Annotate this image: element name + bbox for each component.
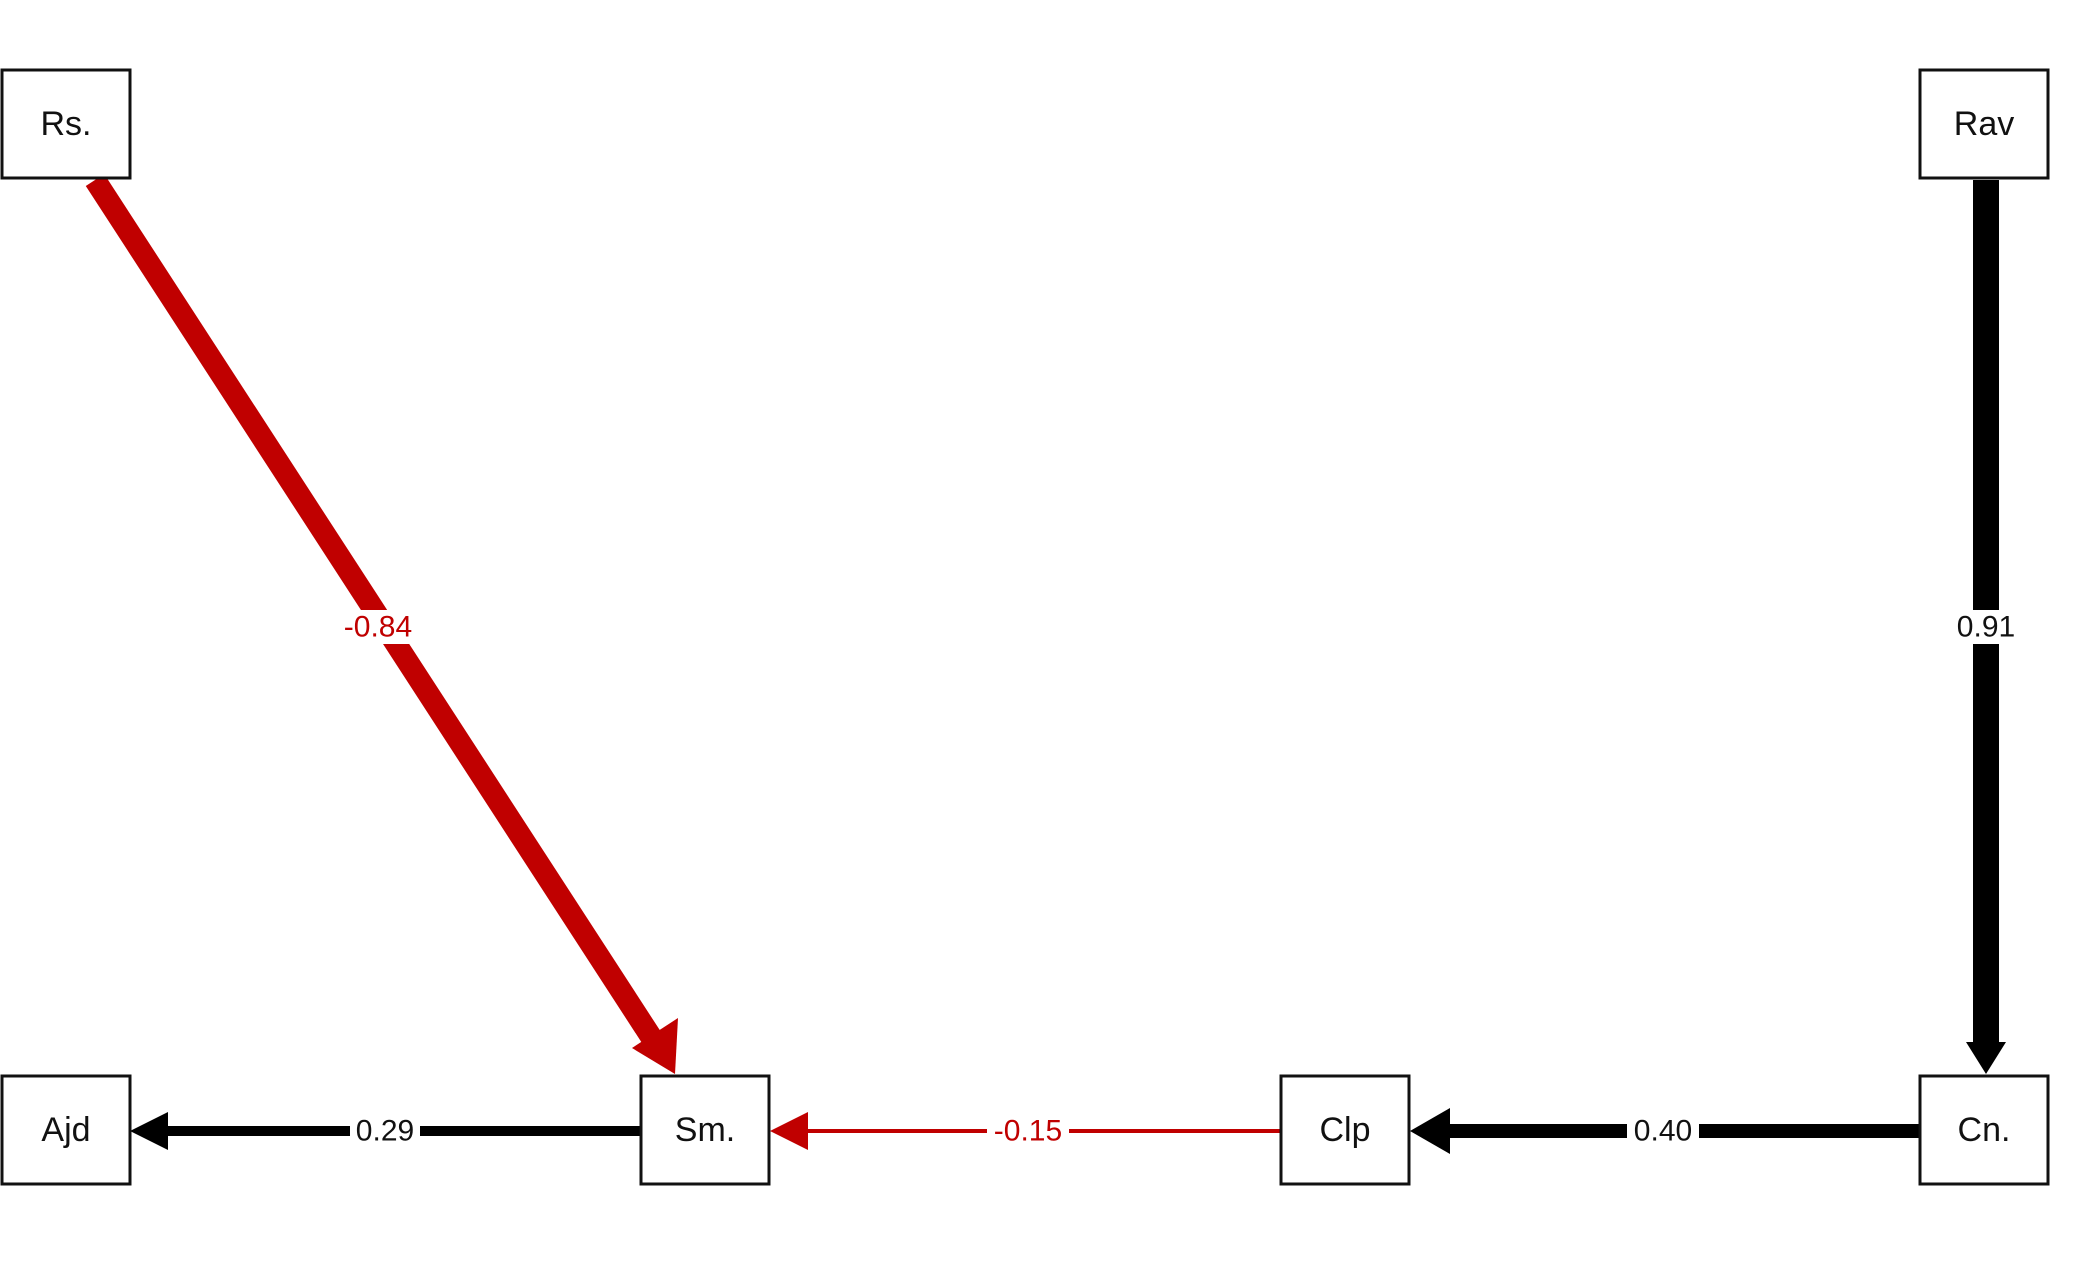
edge-label-clp-sm: -0.15 — [994, 1115, 1062, 1148]
node-box-rs — [0, 68, 132, 180]
edge-label-bg-rs-sm — [335, 610, 421, 644]
node-box-clp — [1279, 1074, 1411, 1186]
edge-label-bg-sm-ajd — [350, 1114, 420, 1148]
edge-rav-to-cn: 0.91 — [1950, 180, 2022, 1074]
node-box-sm — [639, 1074, 771, 1186]
node-box-cn — [1918, 1074, 2050, 1186]
arrowhead-rs-sm — [632, 1018, 678, 1074]
node-label-rs: Rs. — [41, 105, 92, 143]
node-cn: Cn. — [1918, 1074, 2050, 1186]
edge-label-sm-ajd: 0.29 — [356, 1115, 414, 1148]
edge-rs-to-sm: -0.84 — [85, 174, 678, 1074]
edge-label-cn-clp: 0.40 — [1634, 1115, 1692, 1148]
edge-label-bg-clp-sm — [987, 1114, 1069, 1148]
node-rs: Rs. — [0, 68, 132, 180]
node-label-cn: Cn. — [1958, 1111, 2011, 1149]
edge-sm-to-ajd: 0.29 — [130, 1112, 640, 1150]
node-ajd: Ajd — [0, 1074, 132, 1186]
node-sm: Sm. — [639, 1074, 771, 1186]
node-label-rav: Rav — [1954, 105, 2014, 143]
arrowhead-clp-sm — [770, 1112, 808, 1150]
edge-label-bg-rav-cn — [1950, 610, 2022, 644]
edge-clp-to-sm: -0.15 — [770, 1112, 1281, 1150]
edge-cn-to-clp: 0.40 — [1410, 1108, 1920, 1154]
node-label-ajd: Ajd — [41, 1111, 90, 1149]
node-box-rav — [1918, 68, 2050, 180]
node-clp: Clp — [1279, 1074, 1411, 1186]
edge-label-rav-cn: 0.91 — [1957, 611, 2015, 644]
node-label-sm: Sm. — [675, 1111, 735, 1149]
node-label-clp: Clp — [1319, 1111, 1370, 1149]
edge-label-rs-sm: -0.84 — [344, 611, 412, 644]
arrowhead-rav-cn — [1966, 1042, 2006, 1074]
arrowhead-sm-ajd — [130, 1112, 168, 1150]
node-box-ajd — [0, 1074, 132, 1186]
edge-label-bg-cn-clp — [1627, 1114, 1699, 1148]
node-rav: Rav — [1918, 68, 2050, 180]
arrowhead-cn-clp — [1410, 1108, 1450, 1154]
